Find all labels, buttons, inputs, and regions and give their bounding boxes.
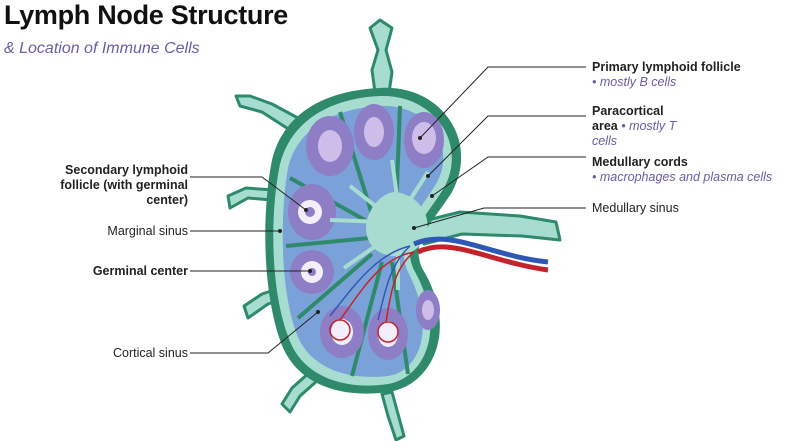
bullet: • [592,75,600,89]
afferent-vessel-top [368,18,394,102]
primary-follicle-name: Primary lymphoid follicle [592,60,741,74]
leader-lines [190,66,586,354]
secondary-follicle-line-1: Secondary lymphoid [65,163,188,177]
leader-dots [278,136,434,314]
paracortical-name-2: area [592,119,618,133]
follicles [288,104,444,360]
page-title: Lymph Node Structure [4,0,289,30]
bullet: • [592,170,600,184]
medullary-sinus-label: Medullary sinus [592,201,679,215]
page-subtitle: & Location of Immune Cells [4,40,200,57]
afferent-vessel-upper-left [234,94,300,132]
artery [416,244,549,273]
secondary-follicle-line-2: follicle (with germinal [60,178,188,192]
paracortical-name-1: Paracortical [592,104,664,118]
medullary-cords-label: Medullary cords • macrophages and plasma… [592,155,772,185]
medullary-cords-name: Medullary cords [592,155,688,169]
primary-follicle-detail: mostly B cells [599,75,677,89]
secondary-follicle-label: Secondary lymphoid follicle (with germin… [60,163,188,208]
secondary-follicle-line-3: center) [146,193,188,207]
paracortical-label: Paracortical area • mostly T cells [592,104,677,148]
medullary-cords [329,159,430,290]
germinal-center-label: Germinal center [92,264,188,278]
paracortical-detail-2: cells [592,134,618,148]
paracortical-detail-1: mostly T [629,119,677,133]
afferent-vessel-bottom [380,390,406,441]
primary-follicle-label: Primary lymphoid follicle • mostly B cel… [592,60,741,90]
marginal-sinus-label: Marginal sinus [107,224,188,238]
capillaries [329,245,415,343]
vein [412,236,549,265]
medullary-cords-detail: macrophages and plasma cells [599,170,773,184]
cortical-sinus-label: Cortical sinus [112,346,188,360]
